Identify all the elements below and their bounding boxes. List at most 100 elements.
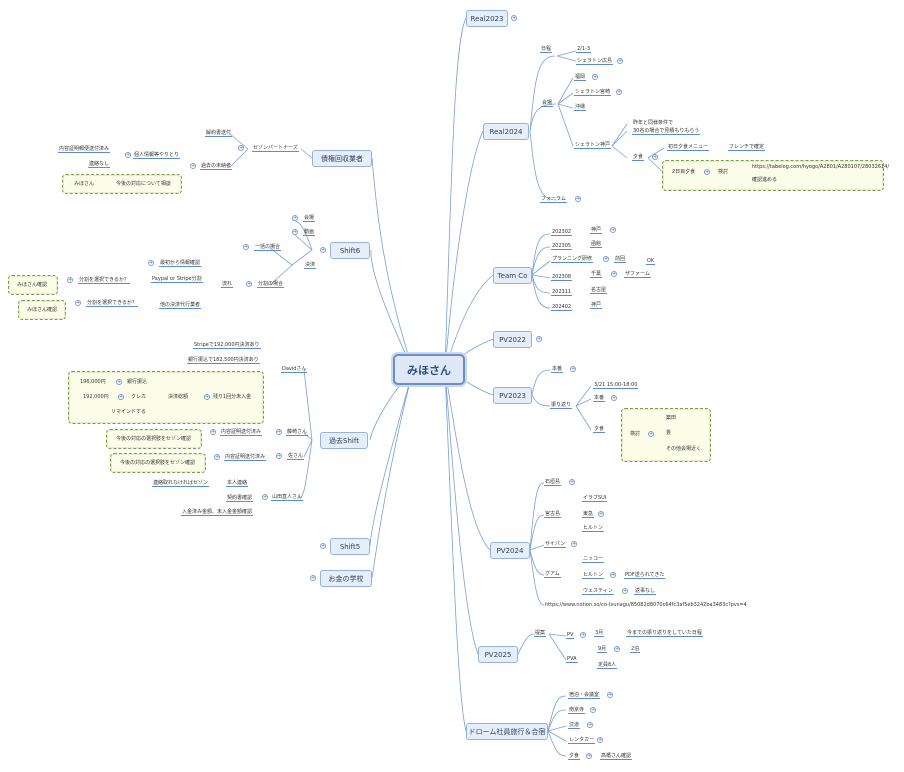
expand-icon[interactable]: + — [148, 260, 154, 266]
node-yamada[interactable]: 山田直人さん — [271, 494, 304, 501]
node-flow[interactable]: 流れ — [221, 281, 234, 288]
node-pv2023-review[interactable]: 検討 — [630, 431, 641, 437]
collapse-icon[interactable]: + — [320, 247, 326, 253]
node-option-1[interactable]: 築田 — [666, 415, 677, 421]
expand-icon[interactable]: + — [511, 15, 517, 21]
node-payment-total[interactable]: 決済総額 — [168, 394, 189, 400]
node-no-contact[interactable]: 連絡なし — [88, 161, 111, 168]
node-miho-check-2[interactable]: みほさん確認 — [27, 307, 58, 313]
node-no-reply[interactable]: 返事なし — [634, 588, 657, 595]
node-can-split-2[interactable]: 分割を選択できるか？ — [86, 300, 138, 307]
node-first-dinner-menu[interactable]: 初日夕食メニュー — [667, 144, 710, 151]
node-bank-payment[interactable]: 銀行振込で182,500円決済あり — [187, 357, 260, 364]
collapse-icon[interactable]: + — [648, 431, 654, 437]
node-hilton-miyako[interactable]: ヒルトン — [582, 525, 605, 532]
expand-icon[interactable]: + — [614, 646, 620, 652]
node-nikko[interactable]: ニッコー — [582, 556, 605, 563]
expand-icon[interactable]: + — [320, 543, 326, 549]
node-two-nights[interactable]: 2泊 — [630, 646, 641, 653]
node-stripe-payment[interactable]: Stripeで192,000円決済あり — [193, 342, 261, 349]
topic-money-school[interactable]: お金の学校 — [320, 570, 372, 587]
collapse-icon[interactable]: + — [125, 152, 131, 158]
node-payment[interactable]: 決済 — [304, 262, 317, 269]
node-kobe-1[interactable]: 神戸 — [590, 227, 603, 234]
topic-shift6[interactable]: Shift6 — [330, 242, 370, 259]
collapse-icon[interactable]: + — [246, 281, 252, 287]
node-chiba[interactable]: 千葉 — [590, 271, 603, 278]
collapse-icon[interactable]: + — [214, 454, 220, 460]
central-topic[interactable]: みほさん — [393, 354, 465, 385]
node-can-split-1[interactable]: 分割を選択できるか？ — [78, 277, 130, 284]
node-retro-date[interactable]: 3/21 15:00-18:00 — [593, 382, 639, 389]
node-unpaid-remaining[interactable]: 残り1回分未入金 — [213, 394, 252, 400]
expand-icon[interactable]: + — [610, 227, 616, 233]
node-production-2[interactable]: 本番 — [593, 395, 606, 402]
node-notion-url[interactable]: https://www.notion.so/co-tsunagu/85082d8… — [545, 602, 747, 608]
node-irabu[interactable]: イラブSUI — [582, 495, 608, 502]
node-pdf-received[interactable]: PDF送られてきた — [624, 572, 666, 579]
collapse-icon[interactable]: + — [276, 453, 282, 459]
collapse-icon[interactable]: + — [210, 429, 216, 435]
node-option-2[interactable]: 畳 — [666, 430, 672, 436]
node-nankyoji[interactable]: 南京寺 — [568, 707, 586, 714]
expand-icon[interactable]: + — [616, 89, 622, 95]
node-amount-2[interactable]: 192,000円 — [83, 394, 109, 400]
node-pv[interactable]: PV — [566, 632, 575, 639]
node-takahashi-confirm[interactable]: 高橋さん確認 — [600, 753, 633, 760]
node-capacity[interactable]: 定員8人 — [597, 662, 618, 669]
node-note-1[interactable]: 昨年と同様条件で — [633, 120, 674, 126]
node-payment-status[interactable]: 入金済み金額、未入金金額確認 — [181, 509, 254, 516]
node-fukuoka[interactable]: 福岡 — [574, 74, 587, 81]
expand-icon[interactable]: + — [586, 753, 592, 759]
expand-icon[interactable]: + — [607, 692, 613, 698]
node-cancellation[interactable]: 解約書送付 — [205, 130, 233, 137]
node-david[interactable]: Davidさん — [281, 366, 308, 373]
expand-icon[interactable]: + — [590, 707, 596, 713]
collapse-icon[interactable]: + — [238, 145, 244, 151]
node-nagoya[interactable]: 名古屋 — [590, 287, 608, 294]
expand-icon[interactable]: + — [536, 336, 542, 342]
expand-icon[interactable]: + — [598, 511, 604, 517]
node-saison-option-2[interactable]: 今後の対応の選択肢をセゾン確認 — [120, 460, 196, 466]
node-option-3[interactable]: その他会場近く — [666, 446, 702, 452]
topic-pv2023[interactable]: PV2023 — [493, 387, 532, 404]
collapse-icon[interactable]: + — [652, 154, 658, 160]
node-date[interactable]: 2/1-3 — [576, 46, 592, 53]
node-miho-1[interactable]: みほさん — [74, 181, 95, 187]
topic-real2024[interactable]: Real2024 — [483, 123, 529, 140]
node-sheraton-hiroshima[interactable]: シェラトン広島 — [576, 58, 614, 65]
expand-icon[interactable]: + — [617, 58, 623, 64]
node-tokyu[interactable]: 東急 — [582, 511, 595, 518]
node-other-processor[interactable]: 他の決済代行業者 — [159, 302, 202, 309]
expand-icon[interactable]: + — [569, 479, 575, 485]
node-sa[interactable]: 佐さん — [287, 453, 305, 460]
node-amount-1[interactable]: 196,000円 — [80, 379, 106, 385]
node-saison-partners[interactable]: セゾンパートナーズ — [252, 145, 299, 152]
node-venue[interactable]: 会場 — [541, 100, 554, 107]
node-march[interactable]: 3月 — [594, 630, 605, 637]
node-ishigaki[interactable]: 石垣島 — [544, 479, 562, 486]
node-contract-check[interactable]: 契約書確認 — [226, 495, 254, 502]
expand-icon[interactable]: + — [611, 395, 617, 401]
node-credit-card[interactable]: クレカ — [131, 394, 147, 400]
node-lodging[interactable]: 宿泊・会議室 — [568, 692, 601, 699]
node-proceed-confirm[interactable]: 確認進める — [752, 177, 778, 183]
node-certified-mail[interactable]: 内容証明郵便送付済み — [58, 146, 111, 153]
node-hakodate[interactable]: 函館 — [590, 241, 603, 248]
node-previous[interactable]: 前回 — [614, 256, 627, 263]
node-drone-dinner[interactable]: 夕食 — [568, 753, 581, 760]
node-certified-sent-2[interactable]: 内容証明送付済み — [224, 454, 267, 461]
collapse-icon[interactable]: + — [116, 379, 122, 385]
node-certified-sent-1[interactable]: 内容証明送付済み — [220, 429, 263, 436]
node-planning-training[interactable]: プランニング研修 — [551, 256, 594, 263]
topic-debt-collector[interactable]: 債権回収業者 — [312, 150, 372, 167]
topic-drone-trip[interactable]: ドローム社員旅行＆合宿 — [466, 723, 548, 740]
expand-icon[interactable]: + — [292, 229, 298, 235]
node-proposal[interactable]: 提案 — [534, 630, 547, 637]
node-personal-info[interactable]: 個人情報等やりとり — [133, 152, 181, 159]
expand-icon[interactable]: + — [587, 722, 593, 728]
node-second-dinner[interactable]: 2日目夕食 — [672, 169, 696, 175]
node-forum[interactable]: フォーラム — [540, 196, 567, 203]
expand-icon[interactable]: + — [622, 588, 628, 594]
node-review[interactable]: 検討 — [718, 169, 729, 175]
